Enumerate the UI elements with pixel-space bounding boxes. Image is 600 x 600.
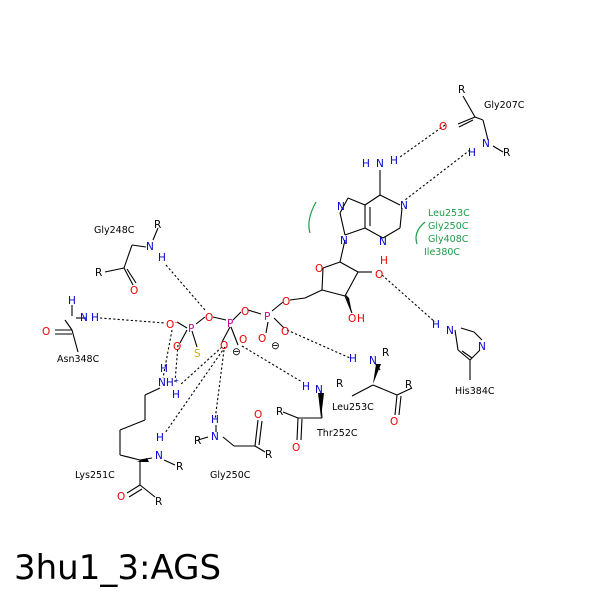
lys251c-n: N [155, 450, 163, 462]
gly248c-n: N [146, 241, 154, 253]
leu253c-h: H [349, 353, 357, 365]
atom-n7: N [337, 201, 345, 213]
atom-pb-charge: ⊖ [232, 346, 241, 358]
asn348c-h2: H [91, 312, 99, 324]
hydrogen-bonds [99, 124, 471, 434]
thr252c-r2: R [276, 406, 283, 418]
his384c-h: H [432, 319, 440, 331]
lys251c-r: R [176, 461, 183, 473]
gly207c-r: R [458, 84, 465, 96]
thr252c-n: N [315, 384, 323, 396]
gly250c-r2: R [265, 449, 272, 461]
gly248c-r: R [154, 219, 161, 231]
lys251c-h-top: H [160, 363, 168, 375]
atom-pa-charge: ⊖ [271, 340, 280, 352]
atom-amine-n: N [376, 158, 384, 170]
gly250c-o: O [254, 409, 262, 421]
atom-amine-h2: H [390, 155, 398, 167]
hydrophobic-contact-4: Ile380C [424, 247, 460, 258]
ligand-bonds [55, 95, 504, 498]
gly207c-r2: R [503, 147, 510, 159]
asn348c-h1: H [68, 295, 76, 307]
lys251c-o: O [117, 491, 125, 503]
label-his384c: His384C [455, 386, 495, 397]
asn348c-o: O [42, 326, 50, 338]
leu253c-r: R [382, 347, 389, 359]
gly207c-o: O [439, 121, 447, 133]
thr252c-h: H [302, 381, 310, 393]
hydrophobic-contact-2: Gly250C [428, 221, 469, 232]
lys251c-h-side: H [172, 389, 180, 401]
atom-pa-o2: O [281, 326, 289, 338]
gly250c-r: R [194, 435, 201, 447]
atom-pab-o: O [241, 306, 249, 318]
residue-labels: Gly207C Gly248C Asn348C Lys251C Gly250C … [57, 100, 525, 481]
hydrophobic-contact-1: Leu253C [428, 208, 470, 219]
atom-pg-o: O [173, 341, 181, 353]
atom-pg-s: S [194, 348, 201, 360]
his384c-n2: N [478, 341, 486, 353]
atom-n3: N [379, 236, 387, 248]
atom-n1: N [400, 200, 408, 212]
atom-pb: P [227, 318, 233, 330]
atom-amine-h1: H [362, 158, 370, 170]
label-leu253c: Leu253C [332, 402, 374, 413]
hydrophobic-contact-3: Gly408C [428, 234, 469, 245]
leu253c-n: N [369, 355, 377, 367]
atom-pg-o-minus: O⁻ [166, 319, 180, 331]
gly248c-r2: R [95, 267, 102, 279]
gly248c-o: O [130, 285, 138, 297]
thr252c-o: O [292, 442, 300, 454]
label-gly207c: Gly207C [484, 100, 525, 111]
atom-pa-o1: O [258, 333, 266, 345]
gly207c-n: N [482, 138, 490, 150]
gly207c-h: H [468, 147, 476, 159]
atom-o2-h: H [380, 255, 388, 267]
atom-n9: N [340, 235, 348, 247]
hydrophobic-arcs [308, 201, 426, 245]
atom-o3-h: H [357, 313, 365, 325]
lys251c-nh3: NH⁺ [158, 377, 179, 389]
label-asn348c: Asn348C [57, 354, 100, 365]
atom-pg: P [188, 323, 194, 335]
label-gly248c: Gly248C [94, 225, 135, 236]
leu253c-o: O [390, 416, 398, 428]
atom-o2: O [375, 269, 383, 281]
label-thr252c: Thr252C [316, 428, 358, 439]
gly248c-h: H [158, 252, 166, 264]
gly250c-h: H [211, 414, 219, 426]
atom-pb-o2: O [220, 340, 228, 352]
atom-pbg-o: O [205, 312, 213, 324]
label-lys251c: Lys251C [75, 470, 115, 481]
atom-labels: N H H N N N N O O H O H O P O O ⊖ O P O … [42, 84, 510, 508]
thr252c-r: R [336, 378, 343, 390]
page-title: 3hu1_3:AGS [14, 548, 222, 588]
atom-pa: P [264, 311, 270, 323]
lys251c-r2: R [155, 496, 162, 508]
atom-o5: O [282, 296, 290, 308]
gly250c-n: N [211, 431, 219, 443]
atom-o3: O [348, 313, 356, 325]
atom-pb-o1: O [239, 334, 247, 346]
stereo-wedges [137, 294, 381, 462]
lys251c-h-bb: H [156, 432, 164, 444]
his384c-n1: N [446, 325, 454, 337]
leu253c-r2: R [405, 379, 412, 391]
label-gly250c: Gly250C [210, 470, 251, 481]
atom-ring-o: O [315, 263, 323, 275]
asn348c-n: N [80, 312, 88, 324]
